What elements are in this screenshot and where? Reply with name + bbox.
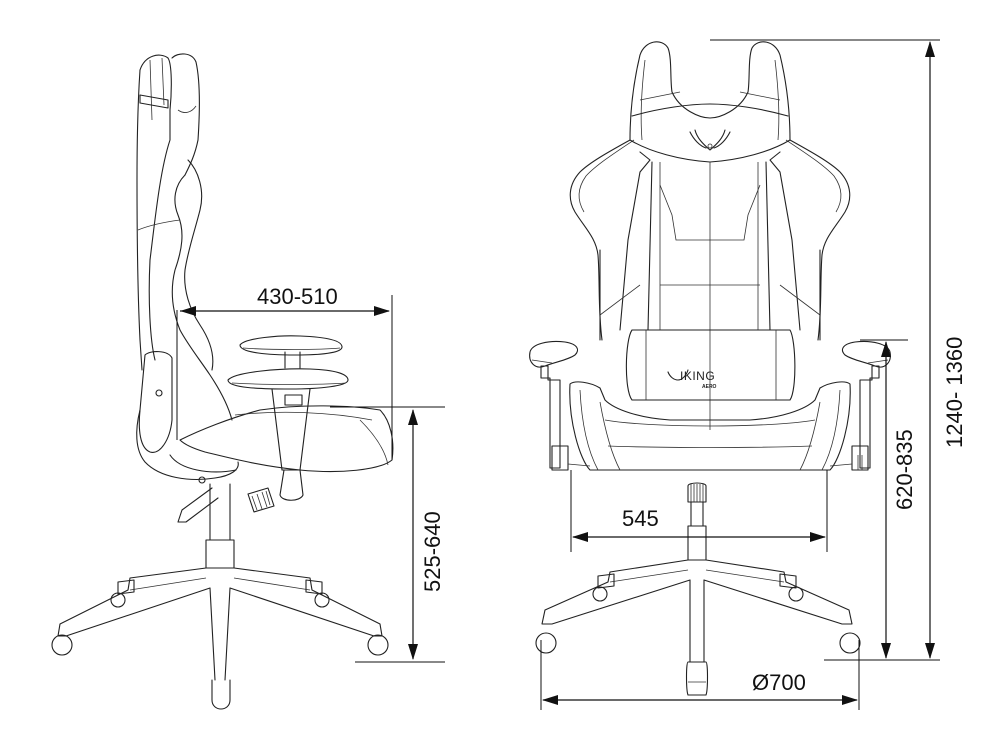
dimension-armrest-height: 620-835 [824,339,940,661]
logo-brand: IKING [680,369,715,383]
front-lumbar-pillow: IKING AERO [625,329,796,401]
caster-wheel-icon [535,632,557,654]
caster-wheel-icon [51,634,73,656]
dimension-seat-depth: 430-510 [176,284,393,460]
caster-wheel-icon [788,586,804,602]
seat-height-label: 525-640 [420,511,445,592]
front-armrest-right [829,340,891,471]
dimension-seat-height: 525-640 [330,406,445,663]
side-lower-back [136,351,239,484]
viking-v-icon [667,369,689,381]
caster-wheel-icon [314,592,330,608]
side-armrest [227,335,349,501]
dimension-base-diameter: Ø700 [540,640,860,710]
caster-wheel-icon [839,632,861,654]
caster-wheel-icon [110,592,126,608]
front-armrest-left [529,340,591,471]
dimension-seat-width: 545 [570,470,828,552]
front-base [535,559,861,696]
side-seat [179,405,394,473]
side-view: 430-510 525-640 [51,53,445,710]
caster-wheel-icon [367,634,389,656]
front-back-panels [599,151,821,430]
front-view: IKING AERO [529,39,967,710]
seat-width-label: 545 [622,506,659,531]
armrest-height-label: 620-835 [892,429,917,510]
total-height-label: 1240- 1360 [942,337,967,448]
pivot-bolt-icon [155,389,163,397]
logo-sub: AERO [702,384,717,390]
viking-emblem-icon [707,143,713,149]
front-knob-and-lift [687,482,707,561]
side-base [51,567,389,710]
seat-depth-label: 430-510 [257,284,338,309]
side-backrest [136,53,233,421]
mechanism-bolt-icon [198,476,206,484]
caster-wheel-icon [592,586,608,602]
base-diameter-label: Ø700 [752,670,806,695]
dimension-total-height: 1240- 1360 [710,39,967,659]
front-seat [569,381,851,471]
side-gas-lift [205,483,235,569]
headrest-logo [689,129,731,151]
side-tension-knob [177,487,275,523]
